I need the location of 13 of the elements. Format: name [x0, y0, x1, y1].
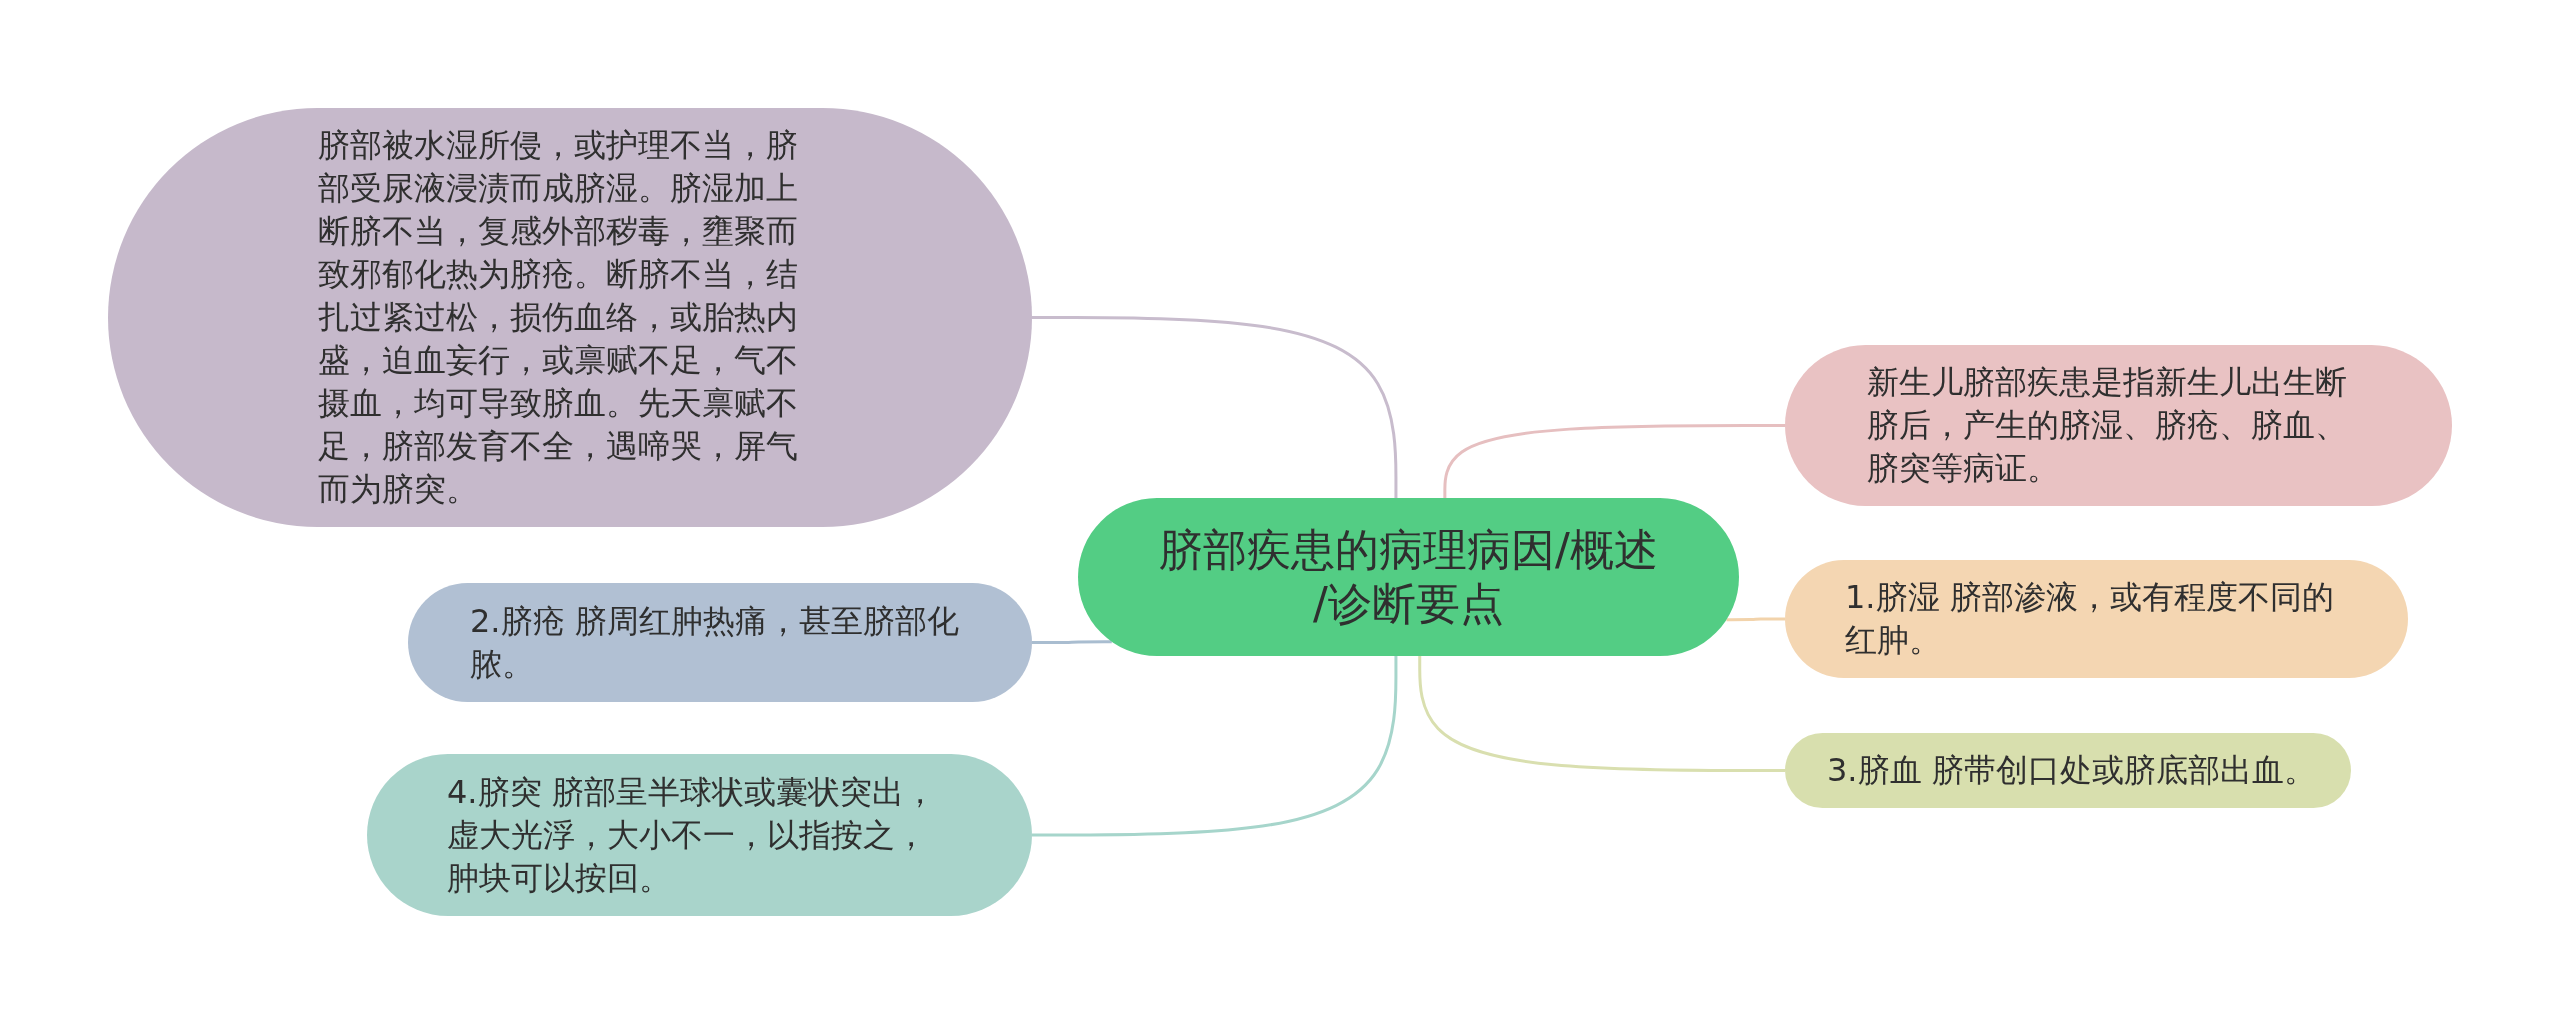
- connector-line: [1032, 640, 1112, 644]
- connector-line: [1032, 316, 1398, 498]
- connector-line: [1726, 617, 1785, 622]
- connector-line: [1418, 656, 1785, 772]
- subtopic-text: 4.脐突 脐部呈半球状或囊状突出，虚大光浮，大小不一，以指按之，肿块可以按回。: [447, 771, 937, 899]
- subtopic-text: 新生儿脐部疾患是指新生儿出生断脐后，产生的脐湿、脐疮、脐血、脐突等病证。: [1867, 362, 2348, 489]
- connector-line: [1032, 656, 1398, 837]
- subtopic-text: 脐部被水湿所侵，或护理不当，脐部受尿液浸渍而成脐湿。脐湿加上断脐不当，复感外部秽毒，壅聚而致邪郁化热为脐疮。断脐不当，结扎过紧过松，损伤血络，或胎热内盛，迫血妄行，或禀赋不足，气不摄血，均可导致脐血。先天禀赋不足，脐部发育不全，遇啼哭，屏气而为脐突。: [318, 125, 799, 510]
- subtopic-text: 1.脐湿 脐部渗液，或有程度不同的红肿。: [1845, 577, 2335, 661]
- subtopic-text: 3.脐血 脐带创口处或脐底部出血。: [1827, 750, 2317, 791]
- subtopic-text: 2.脐疮 脐周红肿热痛，甚至脐部化脓。: [470, 600, 960, 685]
- connector-line: [1443, 424, 1785, 498]
- central-topic-text: 脐部疾患的病理病因/概述/诊断要点: [1158, 523, 1659, 631]
